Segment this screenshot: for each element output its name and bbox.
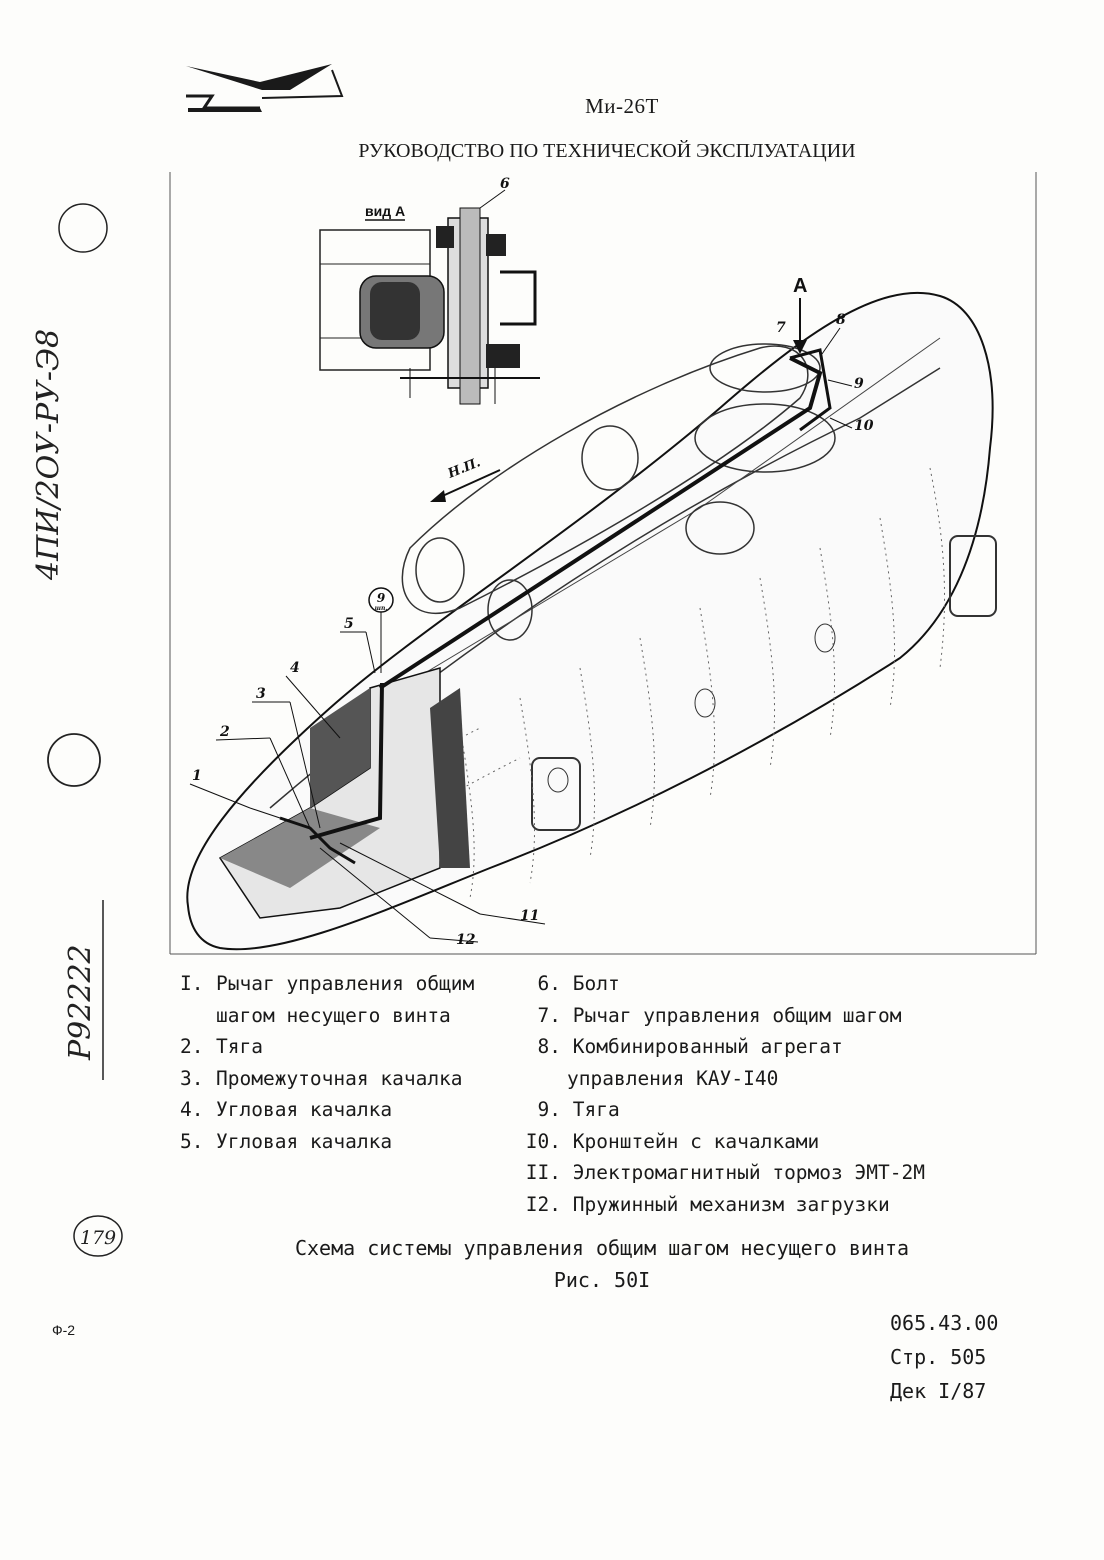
doc-code: 065.43.00: [890, 1311, 999, 1335]
view-a-inset: вид А 6: [319, 176, 540, 405]
aircraft-model: Ми-26Т: [585, 94, 659, 118]
callout-8: 8: [836, 312, 846, 328]
figure-caption: Схема системы управления общим шагом нес…: [0, 1232, 1104, 1296]
legend-item-10: I0. Кронштейн с качалками: [525, 1129, 820, 1153]
page-number: Стр. 505: [890, 1345, 987, 1369]
handwritten-code: 4ПИ/2ОУ-РУ-Э8: [31, 329, 66, 581]
view-a-arrow: А: [793, 275, 807, 354]
margin-annotations: 4ПИ/2ОУ-РУ-Э8 Р92222 179: [31, 203, 123, 1257]
arrow-a-label: А: [793, 275, 807, 297]
legend-item-1-cont: шагом несущего винта: [216, 1003, 451, 1027]
legend-item-8: 8. Комбинированный агрегат: [537, 1035, 843, 1058]
callout-9: 9: [854, 376, 864, 392]
legend-item-9: 9. Тяга: [537, 1098, 620, 1121]
page-stamp: 179: [80, 1227, 116, 1249]
revision-date: Дек I/87: [890, 1379, 987, 1403]
legend-item-12: I2. Пружинный механизм загрузки: [525, 1192, 890, 1216]
legend-item-11: II. Электромагнитный тормоз ЭМТ-2М: [525, 1161, 925, 1184]
callout-7: 7: [776, 320, 786, 336]
callout-2: 2: [219, 724, 230, 740]
fuselage-outline: [186, 291, 997, 951]
manual-title: РУКОВОДСТВО ПО ТЕХНИЧЕСКОЙ ЭКСПЛУАТАЦИИ: [358, 140, 856, 162]
legend-item-1: I.Рычаг управления общим: [180, 972, 475, 995]
legend-item-5: 5.Угловая качалка: [180, 1129, 393, 1153]
legend-left: I.Рычаг управления общим шагом несущего …: [180, 968, 530, 1157]
callout-4: 4: [290, 660, 300, 676]
control-rod-system: [279, 348, 832, 865]
legend-right: 6. Болт 7. Рычаг управления общим шагом …: [515, 968, 995, 1220]
caption-title: Схема системы управления общим шагом нес…: [294, 1236, 910, 1260]
direction-label: Н.П.: [445, 455, 483, 482]
legend-item-8-cont: управления КАУ-I40: [567, 1066, 779, 1090]
flight-direction: Н.П.: [430, 455, 501, 502]
callout-10: 10: [854, 418, 874, 434]
callout-9-sub2: шп.: [375, 605, 388, 612]
control-system-diagram: вид А 6: [169, 172, 1037, 955]
legend-item-2: 2.Тяга: [180, 1035, 263, 1058]
manufacturer-logo: [186, 64, 344, 112]
callout-9-sub: 9: [377, 591, 386, 605]
callout-12: 12: [456, 932, 476, 948]
legend-item-3: 3.Промежуточная качалка: [180, 1066, 463, 1090]
form-code: Ф-2: [52, 1322, 76, 1338]
callout-3: 3: [256, 686, 266, 702]
view-a-label: вид А: [365, 203, 405, 219]
callout-5: 5: [344, 616, 354, 632]
legend-item-7: 7. Рычаг управления общим шагом: [537, 1003, 902, 1027]
document-info: 065.43.00 Стр. 505 Дек I/87: [890, 1306, 998, 1408]
legend-item-4: 4.Угловая качалка: [180, 1098, 393, 1121]
legend-item-6: 6. Болт: [537, 972, 620, 995]
callout-1: 1: [192, 768, 202, 784]
figure-number: Рис. 50I: [553, 1268, 651, 1292]
callout-6: 6: [500, 176, 510, 192]
callout-11: 11: [520, 908, 539, 924]
handwritten-number: Р92222: [63, 944, 98, 1061]
